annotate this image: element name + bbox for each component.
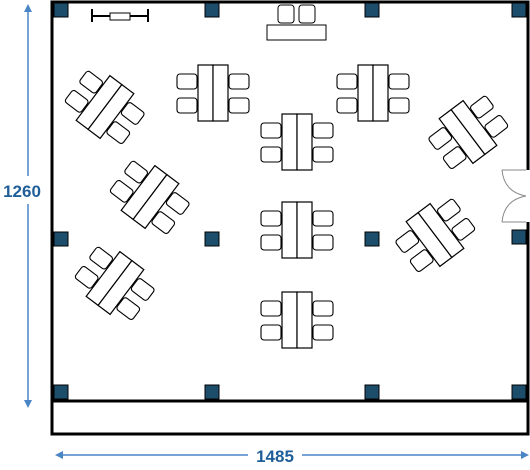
table-groups — [64, 64, 509, 349]
table-half-right — [450, 99, 498, 156]
chair-icon — [409, 249, 434, 272]
square-column-icon — [364, 2, 380, 18]
square-column-icon — [364, 231, 380, 247]
chair-icon — [260, 146, 282, 163]
table-group — [176, 64, 250, 122]
square-column-icon — [204, 384, 220, 400]
chair-icon — [312, 210, 334, 227]
chair-icon — [451, 217, 476, 241]
height-label-backdrop — [0, 176, 50, 204]
table-half-right — [417, 202, 465, 259]
height-arrow-bottom-icon — [24, 400, 32, 408]
table-half-left — [197, 64, 214, 122]
chair-icon — [116, 297, 141, 320]
chair-icon — [176, 73, 198, 90]
structural-columns — [53, 2, 527, 400]
table-half-right — [296, 291, 313, 349]
chair-icon — [312, 146, 334, 163]
table-half-right — [87, 83, 135, 140]
chair-icon — [228, 97, 250, 114]
door-swing-top — [501, 169, 527, 197]
chair-icon — [120, 102, 145, 125]
square-column-icon — [204, 231, 220, 247]
counter-stool-left — [277, 4, 295, 24]
table-half-left — [281, 113, 298, 171]
table-half-right — [296, 201, 313, 259]
chair-icon — [388, 97, 410, 114]
table-group — [336, 64, 410, 122]
chair-icon — [260, 210, 282, 227]
chair-icon — [436, 198, 461, 222]
square-column-icon — [53, 2, 69, 18]
chair-icon — [312, 122, 334, 139]
width-arrow-left-icon — [55, 451, 63, 459]
width-label-backdrop — [248, 444, 302, 468]
square-column-icon — [364, 384, 380, 400]
square-column-icon — [204, 2, 220, 18]
square-column-icon — [511, 2, 527, 18]
width-arrow-right-icon — [521, 451, 529, 459]
table-half-left — [281, 201, 298, 259]
table-group — [428, 95, 509, 169]
chair-icon — [428, 127, 453, 150]
table-group — [64, 70, 145, 144]
chair-icon — [484, 114, 509, 138]
height-dimension-label: 1260 — [3, 182, 41, 201]
chair-icon — [312, 300, 334, 317]
double-swing-door-icon — [501, 169, 530, 223]
chair-icon — [228, 73, 250, 90]
chair-icon — [89, 246, 114, 270]
chair-icon — [64, 89, 89, 113]
chair-icon — [74, 265, 99, 289]
chair-icon — [260, 122, 282, 139]
wall-mounted-whiteboard-icon — [91, 9, 149, 22]
chair-icon — [260, 234, 282, 251]
chair-icon — [106, 121, 131, 144]
chair-icon — [109, 179, 134, 203]
table-group — [109, 160, 190, 234]
service-counter-icon — [266, 4, 327, 41]
chair-icon — [79, 70, 104, 94]
chair-icon — [395, 230, 420, 253]
chair-icon — [260, 324, 282, 341]
table-half-right — [132, 173, 180, 230]
table-group — [74, 246, 155, 320]
chair-icon — [469, 95, 494, 119]
chair-icon — [388, 73, 410, 90]
chair-icon — [130, 278, 155, 301]
width-dimension-label: 1485 — [256, 447, 294, 466]
chair-icon — [312, 234, 334, 251]
chair-icon — [151, 211, 176, 234]
square-column-icon — [511, 229, 527, 245]
square-column-icon — [53, 231, 69, 247]
table-half-right — [296, 113, 313, 171]
chair-icon — [260, 300, 282, 317]
counter-stool-right — [298, 4, 316, 24]
table-half-right — [212, 64, 229, 122]
door-swing-bottom — [501, 195, 527, 223]
chair-icon — [124, 160, 149, 184]
chair-icon — [312, 324, 334, 341]
table-group — [260, 291, 334, 349]
table-group — [395, 198, 476, 272]
chair-icon — [336, 97, 358, 114]
chair-icon — [442, 146, 467, 169]
table-half-right — [372, 64, 389, 122]
table-group — [260, 201, 334, 259]
table-group — [260, 113, 334, 171]
table-half-left — [281, 291, 298, 349]
whiteboard-panel — [109, 12, 131, 21]
square-column-icon — [53, 384, 69, 400]
table-half-right — [97, 259, 145, 316]
height-arrow-top-icon — [24, 4, 32, 12]
chair-icon — [165, 192, 190, 215]
table-half-left — [357, 64, 374, 122]
dimension-lines: 1260 1485 — [0, 4, 529, 468]
counter-top — [266, 24, 327, 41]
chair-icon — [336, 73, 358, 90]
square-column-icon — [511, 384, 527, 400]
chair-icon — [176, 97, 198, 114]
